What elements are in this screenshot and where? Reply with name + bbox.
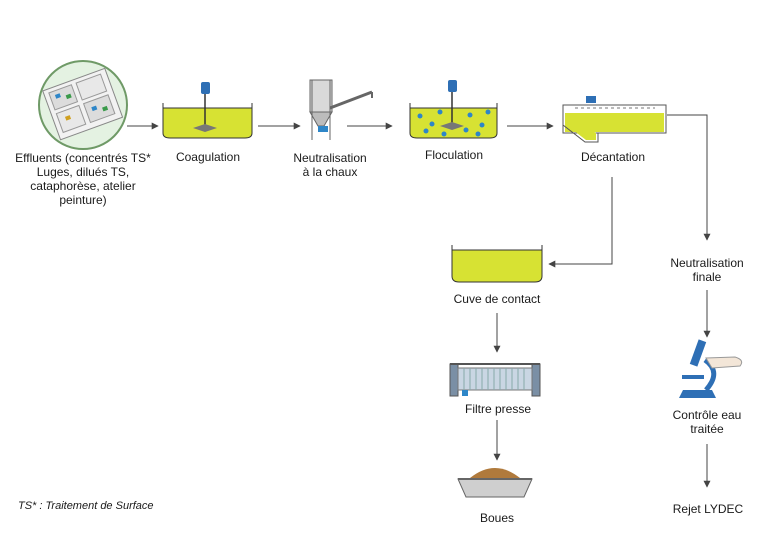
label-effluents: Effluents (concentrés TS* Luges, dilués … xyxy=(15,151,151,207)
label-boues: Boues xyxy=(479,511,515,525)
filter-press-icon xyxy=(449,363,541,397)
arrow-decantation-neutralisation-finale xyxy=(667,114,711,241)
sludge-bin-icon xyxy=(457,468,533,498)
microscope-icon xyxy=(679,339,743,398)
label-floculation: Floculation xyxy=(424,148,484,162)
flocculation-tank-icon xyxy=(409,80,498,139)
label-cuve: Cuve de contact xyxy=(453,292,541,306)
label-neutralisation: Neutralisation à la chaux xyxy=(293,151,367,179)
settling-tank-icon xyxy=(562,96,667,143)
label-controle: Contrôle eau traitée xyxy=(672,408,742,436)
factory-plan-icon xyxy=(38,60,128,150)
label-coagulation: Coagulation xyxy=(175,150,241,164)
label-rejet: Rejet LYDEC xyxy=(672,502,744,516)
label-neutralisation-finale: Neutralisation finale xyxy=(670,256,744,284)
arrow-decantation-cuve xyxy=(548,177,613,268)
label-decantation: Décantation xyxy=(580,150,646,164)
label-filtre: Filtre presse xyxy=(464,402,532,416)
footnote: TS* : Traitement de Surface xyxy=(18,500,154,512)
lime-silo-icon xyxy=(309,79,373,140)
mixer-tank-icon xyxy=(162,82,253,139)
contact-tank-icon xyxy=(451,245,543,283)
